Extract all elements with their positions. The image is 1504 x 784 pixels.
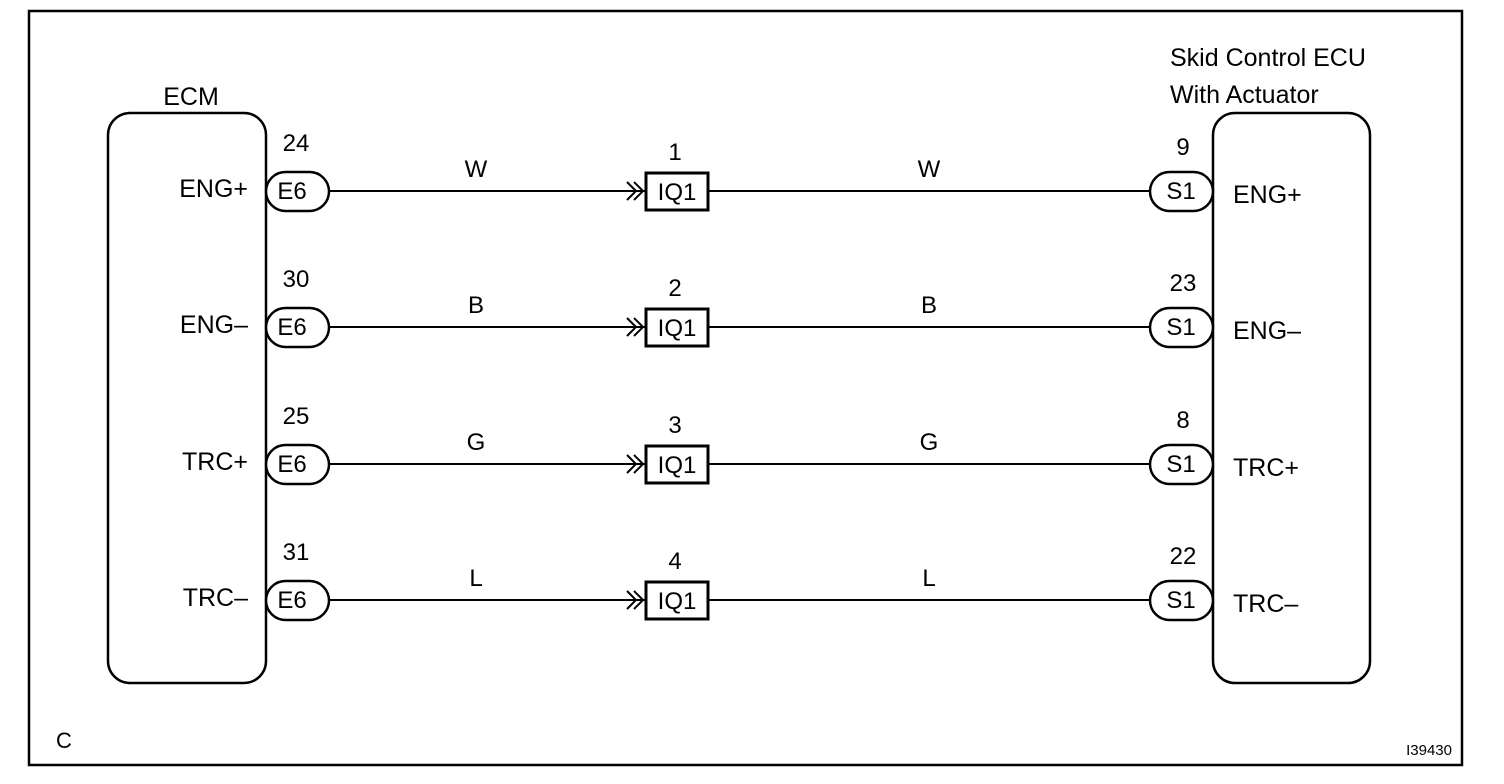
ecm-connector-label: E6	[277, 451, 306, 478]
drawing-code: I39430	[1406, 742, 1452, 759]
ecm-pin-number: 25	[283, 403, 310, 430]
junction-connector-label: IQ1	[658, 315, 697, 342]
diagram-frame	[27, 9, 1464, 767]
wire-color-right: B	[921, 292, 937, 319]
skid-pin-number: 8	[1176, 407, 1189, 434]
skid-connector-label: S1	[1166, 587, 1195, 614]
skid-ecu-title-line2: With Actuator	[1170, 81, 1319, 109]
skid-terminal-eng-plus: ENG+	[1233, 181, 1302, 209]
skid-terminal-trc-plus: TRC+	[1233, 454, 1299, 482]
skid-pin-number: 23	[1170, 270, 1197, 297]
ecm-box	[106, 111, 268, 685]
ecm-connector-label: E6	[277, 178, 306, 205]
ecm-pin-number: 24	[283, 130, 310, 157]
skid-connector-oval	[1148, 443, 1215, 486]
junction-connector-label: IQ1	[658, 588, 697, 615]
wire-color-right: L	[922, 565, 935, 592]
junction-connector-box	[644, 307, 710, 348]
chevron-icon	[626, 181, 645, 201]
skid-connector-label: S1	[1166, 314, 1195, 341]
ecm-title: ECM	[163, 83, 219, 111]
wire-color-left: L	[469, 565, 482, 592]
wire-color-left: G	[467, 429, 486, 456]
ecm-terminal-eng-plus: ENG+	[179, 175, 248, 203]
ecm-pin-number: 30	[283, 266, 310, 293]
skid-terminal-eng-minus: ENG–	[1233, 317, 1301, 345]
junction-connector-label: IQ1	[658, 452, 697, 479]
junction-pin-number: 4	[668, 548, 681, 575]
skid-connector-oval	[1148, 579, 1215, 622]
junction-pin-number: 3	[668, 412, 681, 439]
ecm-terminal-trc-minus: TRC–	[183, 584, 248, 612]
junction-pin-number: 1	[668, 139, 681, 166]
skid-pin-number: 22	[1170, 543, 1197, 570]
skid-connector-oval	[1148, 170, 1215, 213]
junction-connector-label: IQ1	[658, 179, 697, 206]
ecm-terminal-eng-minus: ENG–	[180, 311, 248, 339]
ecm-connector-label: E6	[277, 587, 306, 614]
wire-color-left: B	[468, 292, 484, 319]
skid-ecu-box	[1211, 111, 1372, 685]
skid-terminal-trc-minus: TRC–	[1233, 590, 1298, 618]
skid-connector-label: S1	[1166, 178, 1195, 205]
skid-connector-oval	[1148, 306, 1215, 349]
wire-color-right: G	[920, 429, 939, 456]
chevron-icon	[626, 317, 645, 337]
skid-ecu-title-line1: Skid Control ECU	[1170, 44, 1366, 72]
skid-connector-label: S1	[1166, 451, 1195, 478]
ecm-connector-label: E6	[277, 314, 306, 341]
ecm-terminal-trc-plus: TRC+	[182, 448, 248, 476]
junction-connector-box	[644, 444, 710, 485]
chevron-icon	[626, 454, 645, 474]
wire-color-right: W	[918, 156, 941, 183]
wire-color-left: W	[465, 156, 488, 183]
skid-pin-number: 9	[1176, 134, 1189, 161]
junction-pin-number: 2	[668, 275, 681, 302]
frame-letter: C	[56, 728, 72, 753]
ecm-pin-number: 31	[283, 539, 310, 566]
junction-connector-box	[644, 171, 710, 212]
chevron-icon	[626, 590, 645, 610]
